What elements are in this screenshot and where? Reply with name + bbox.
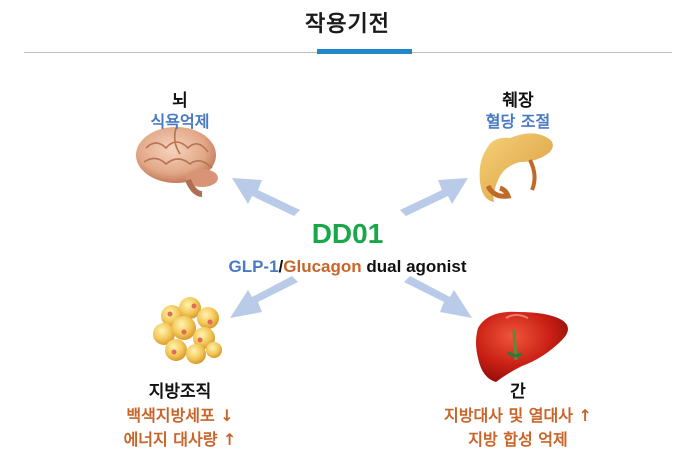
fat-effect-1: 백색지방세포 ↓: [126, 406, 234, 425]
drug-name: DD01: [311, 218, 384, 249]
arrow-to-pancreas: [400, 178, 468, 216]
brain-label: 뇌: [172, 91, 188, 111]
drug-mechanism: GLP-1/Glucagon dual agonist: [0, 257, 695, 277]
arrow-to-fat: [230, 276, 298, 318]
fat-effect-2: 에너지 대사량 ↑: [123, 430, 237, 449]
title-accent-bar: [317, 49, 412, 54]
agonist-label: dual agonist: [361, 257, 467, 276]
pancreas-icon: [479, 133, 553, 202]
fat-cells-icon: [153, 297, 222, 364]
pancreas-effect: 혈당 조절: [485, 112, 551, 131]
brain-effect: 식욕억제: [150, 112, 210, 131]
liver-effect-1: 지방대사 및 열대사 ↑: [444, 406, 592, 425]
liver-icon: [476, 311, 568, 382]
glucagon-label: Glucagon: [283, 257, 362, 276]
fat-label: 지방조직: [148, 382, 212, 402]
liver-label: 간: [510, 382, 526, 402]
arrow-to-brain: [232, 178, 300, 216]
slash: /: [278, 257, 284, 276]
brain-icon: [136, 127, 218, 197]
pancreas-label: 췌장: [502, 91, 534, 111]
glp-label: GLP-1: [228, 257, 279, 276]
liver-effect-2: 지방 합성 억제: [468, 430, 568, 449]
arrow-to-liver: [404, 276, 472, 318]
page-title: 작용기전: [305, 12, 390, 37]
